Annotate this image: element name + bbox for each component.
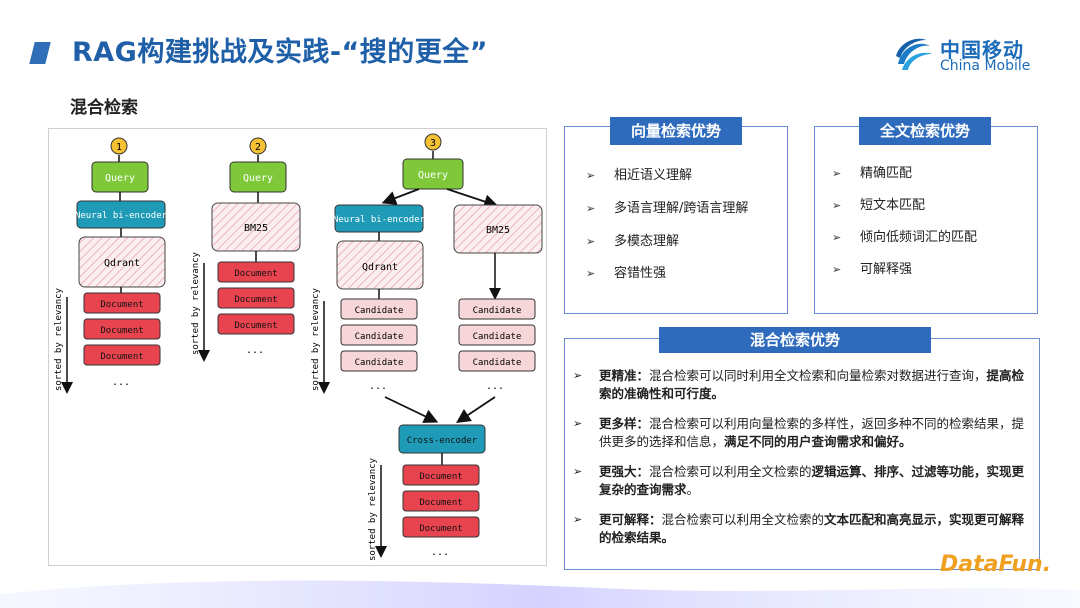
svg-text:Document: Document — [100, 326, 143, 336]
fulltext-advantages-title: 全文检索优势 — [859, 117, 991, 145]
neural-encoder-node-1: Neural bi-encoder — [75, 200, 168, 229]
hybrid-advantages-box: ➢ 更精准：混合检索可以同时利用全文检索和向量检索对数据进行查询，提高检索的准确… — [564, 338, 1040, 570]
badge-1: 1 — [110, 137, 128, 155]
svg-text:Candidate: Candidate — [355, 332, 404, 342]
qdrant-node-3: Qdrant — [336, 240, 424, 290]
svg-text:Document: Document — [234, 321, 277, 331]
vector-item: ➢容错性强 — [586, 266, 667, 281]
fulltext-item: ➢倾向低频词汇的匹配 — [832, 230, 978, 245]
bm25-node-3: BM25 — [453, 204, 543, 254]
svg-text:Qdrant: Qdrant — [362, 262, 398, 273]
page-title: RAG构建挑战及实践-“搜的更全” — [72, 37, 489, 68]
query-node-1: Query — [91, 161, 149, 193]
sorted-label-4: sorted by relevancy — [368, 457, 378, 561]
bullet-arrow-icon: ➢ — [573, 369, 583, 382]
bullet-arrow-icon: ➢ — [573, 513, 583, 526]
fulltext-advantages-box — [814, 126, 1038, 314]
svg-text:Document: Document — [419, 472, 462, 482]
hybrid-item: ➢ 更强大：混合检索可以利用全文检索的逻辑运算、排序、过滤等功能，实现更复杂的查… — [573, 464, 1025, 497]
svg-text:BM25: BM25 — [244, 223, 268, 234]
vector-advantages-title: 向量检索优势 — [610, 117, 742, 145]
svg-text:Query: Query — [243, 173, 273, 184]
svg-text:Query: Query — [418, 170, 448, 181]
bullet-arrow-icon: ➢ — [586, 202, 596, 215]
china-mobile-logo-icon — [896, 38, 932, 70]
china-mobile-logo: 中国移动 China Mobile — [892, 34, 1042, 80]
candidate-list-left: Candidate Candidate Candidate ... — [340, 298, 418, 392]
vector-item: ➢多模态理解 — [586, 234, 680, 249]
bullet-arrow-icon: ➢ — [586, 169, 596, 182]
badge-2: 2 — [249, 137, 267, 155]
svg-text:...: ... — [112, 377, 130, 388]
svg-text:Candidate: Candidate — [355, 358, 404, 368]
svg-text:...: ... — [369, 381, 387, 392]
title-accent-bar — [29, 42, 51, 64]
svg-text:Neural bi-encoder: Neural bi-encoder — [75, 211, 168, 221]
hybrid-search-diagram: 1 Query Neural bi-encoder Qdrant Documen… — [48, 128, 547, 566]
cross-encoder-node: Cross-encoder — [398, 424, 486, 454]
sorted-label-3: sorted by relevancy — [311, 287, 321, 391]
sorted-label-1: sorted by relevancy — [54, 287, 64, 391]
svg-text:...: ... — [486, 381, 504, 392]
bullet-arrow-icon: ➢ — [832, 231, 842, 244]
hybrid-item: ➢ 更多样：混合检索可以利用向量检索的多样性，返回多种不同的检索结果，提供更多的… — [573, 416, 1025, 449]
svg-text:Document: Document — [234, 269, 277, 279]
neural-encoder-node-3: Neural bi-encoder — [333, 204, 426, 233]
svg-text:Document: Document — [100, 352, 143, 362]
bullet-arrow-icon: ➢ — [573, 465, 583, 478]
fulltext-item: ➢可解释强 — [832, 262, 913, 277]
bullet-arrow-icon: ➢ — [832, 167, 842, 180]
vector-item: ➢多语言理解/跨语言理解 — [586, 201, 749, 216]
svg-text:Document: Document — [100, 300, 143, 310]
svg-text:...: ... — [431, 547, 449, 558]
query-node-2: Query — [229, 161, 287, 193]
footer-wave-decoration — [0, 580, 1080, 608]
qdrant-node-1: Qdrant — [78, 236, 166, 288]
svg-text:Cross-encoder: Cross-encoder — [407, 436, 478, 446]
section-subtitle: 混合检索 — [70, 98, 138, 118]
svg-text:Query: Query — [105, 173, 135, 184]
svg-text:Document: Document — [419, 524, 462, 534]
svg-text:Document: Document — [419, 498, 462, 508]
bullet-arrow-icon: ➢ — [832, 263, 842, 276]
document-list-2: Document Document Document ... — [217, 261, 295, 356]
fulltext-item: ➢精确匹配 — [832, 166, 913, 181]
bullet-arrow-icon: ➢ — [586, 267, 596, 280]
svg-text:Candidate: Candidate — [355, 306, 404, 316]
logo-english-text: China Mobile — [940, 58, 1031, 74]
svg-text:1: 1 — [116, 142, 122, 153]
vector-advantages-box — [564, 126, 788, 314]
svg-text:...: ... — [246, 345, 264, 356]
fulltext-item: ➢短文本匹配 — [832, 198, 926, 213]
svg-text:Candidate: Candidate — [473, 358, 522, 368]
document-list-3: Document Document Document ... — [402, 464, 480, 558]
svg-text:2: 2 — [255, 142, 261, 153]
badge-3: 3 — [424, 133, 442, 151]
svg-text:Candidate: Candidate — [473, 332, 522, 342]
candidate-list-right: Candidate Candidate Candidate ... — [458, 298, 536, 392]
svg-text:3: 3 — [430, 138, 436, 149]
hybrid-item: ➢ 更精准：混合检索可以同时利用全文检索和向量检索对数据进行查询，提高检索的准确… — [573, 368, 1025, 401]
document-list-1: Document Document Document ... — [83, 292, 161, 388]
logo-chinese-text: 中国移动 — [940, 38, 1024, 62]
sorted-label-2: sorted by relevancy — [191, 251, 201, 355]
hybrid-item: ➢ 更可解释：混合检索可以利用全文检索的文本匹配和高亮显示，实现更可解释的检索结… — [573, 512, 1025, 545]
svg-text:Candidate: Candidate — [473, 306, 522, 316]
svg-text:Neural bi-encoder: Neural bi-encoder — [333, 215, 426, 225]
bm25-node-2: BM25 — [211, 202, 301, 252]
datafun-logo: DataFun. — [940, 552, 1052, 577]
hybrid-advantages-title: 混合检索优势 — [659, 327, 931, 353]
vector-item: ➢相近语义理解 — [586, 168, 693, 183]
svg-text:Document: Document — [234, 295, 277, 305]
bullet-arrow-icon: ➢ — [573, 417, 583, 430]
bullet-arrow-icon: ➢ — [832, 199, 842, 212]
bullet-arrow-icon: ➢ — [586, 235, 596, 248]
query-node-3: Query — [402, 158, 464, 190]
svg-text:BM25: BM25 — [486, 225, 510, 236]
svg-text:Qdrant: Qdrant — [104, 258, 140, 269]
